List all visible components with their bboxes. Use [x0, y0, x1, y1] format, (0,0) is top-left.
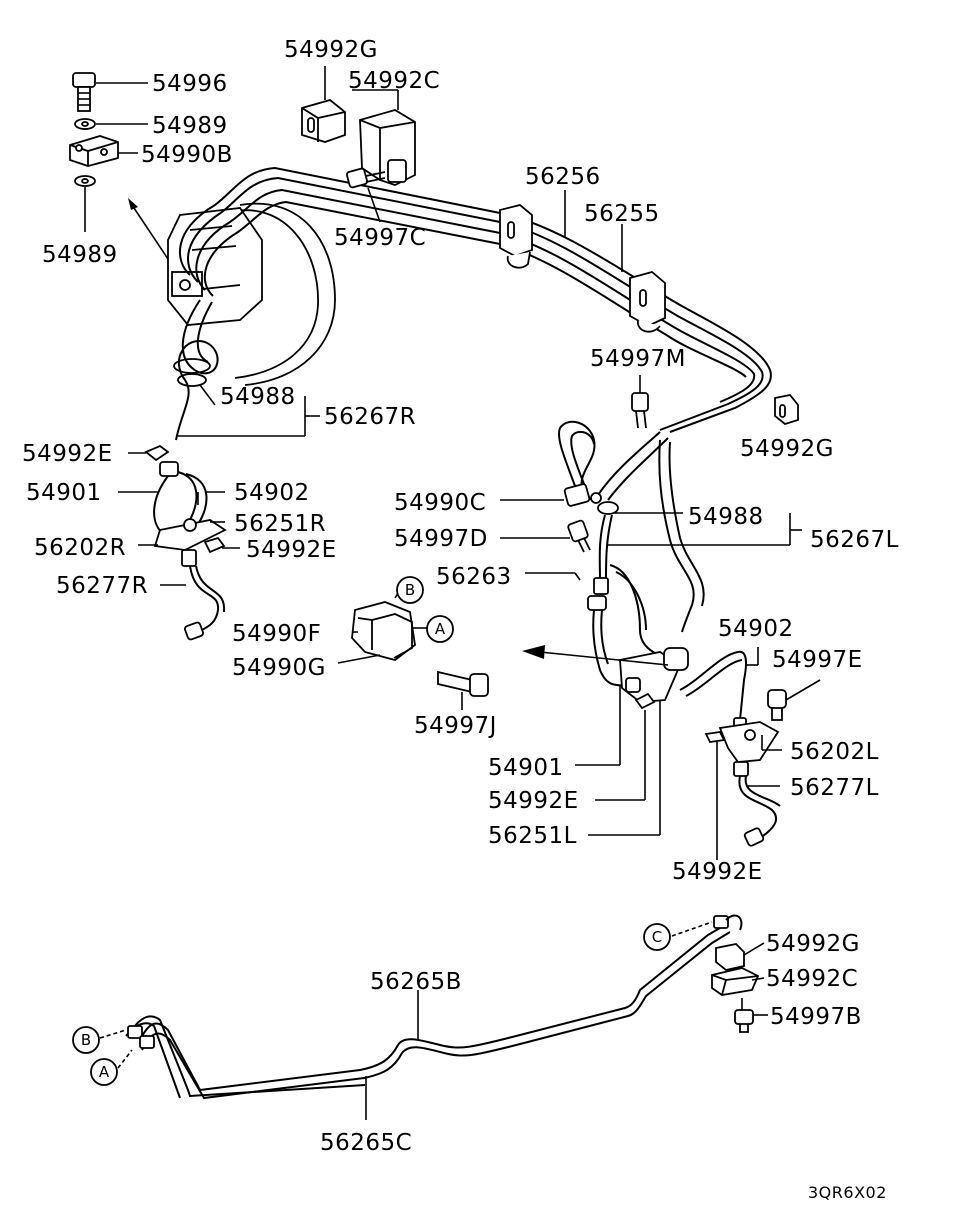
label-54997M: 54997M	[590, 346, 686, 372]
block-54990B	[69, 135, 119, 167]
label-54990B: 54990B	[141, 142, 233, 168]
clip-56255-a	[629, 271, 666, 333]
label-54992E-right: 54992E	[672, 859, 763, 885]
clip-54992G-bottom	[715, 943, 745, 971]
label-54992C-top: 54992C	[348, 68, 440, 94]
label-54902-right: 54902	[718, 616, 794, 642]
label-54992E-left2: 54992E	[246, 537, 337, 563]
label-54990F: 54990F	[232, 621, 321, 647]
clip-54992G-top	[301, 99, 346, 143]
diagram-reference-code: 3QR6X02	[808, 1183, 887, 1202]
bracket-56202L	[704, 721, 780, 763]
label-54988-right: 54988	[688, 504, 764, 530]
label-54997J: 54997J	[414, 713, 497, 739]
washer-54989-bottom	[74, 175, 96, 187]
connector-b-bottom: B	[72, 1026, 100, 1054]
connector-c-label: C	[652, 928, 662, 946]
label-56277R: 56277R	[56, 573, 148, 599]
bolt-54997B	[734, 998, 754, 1033]
connector-b-top-label: B	[405, 581, 415, 599]
label-54989-bottom: 54989	[42, 242, 118, 268]
valve-54990F	[351, 601, 416, 661]
label-54992E-mid: 54992E	[488, 788, 579, 814]
label-54902-left: 54902	[234, 480, 310, 506]
label-56265B: 56265B	[370, 969, 462, 995]
label-54997B: 54997B	[770, 1004, 862, 1030]
label-56202L: 56202L	[790, 739, 879, 765]
washer-54989-top	[74, 118, 96, 130]
pipe-56265B	[139, 924, 731, 1100]
label-56263: 56263	[436, 564, 512, 590]
connector-c: C	[643, 923, 671, 951]
label-54990G: 54990G	[232, 655, 326, 681]
connector-a-top-label: A	[435, 620, 446, 638]
pipe-56265C	[125, 1015, 366, 1099]
brake-booster	[229, 202, 336, 386]
label-54996: 54996	[152, 71, 228, 97]
bolt-54997E	[767, 689, 787, 721]
bolt-54997D	[567, 519, 591, 553]
connector-a-bottom-label: A	[99, 1063, 110, 1081]
label-54997C: 54997C	[334, 225, 426, 251]
bolt-54997C	[346, 167, 386, 189]
clip-54992G-right	[774, 394, 799, 426]
bolt-54996	[72, 72, 96, 112]
connector-b-bottom-label: B	[81, 1031, 91, 1049]
hose-56267R	[173, 299, 219, 441]
clip-56256-a	[499, 204, 533, 269]
fitting-right-end	[713, 914, 743, 931]
label-56267L: 56267L	[810, 527, 899, 553]
label-54901-left: 54901	[26, 480, 102, 506]
label-56256: 56256	[525, 164, 601, 190]
label-56251R: 56251R	[234, 511, 326, 537]
label-54992G-right: 54992G	[740, 436, 834, 462]
label-54990C: 54990C	[394, 490, 486, 516]
hose-56267L	[558, 420, 705, 661]
clip-54992E-left	[144, 444, 170, 462]
connector-a-top: A	[426, 615, 454, 643]
label-54989-top: 54989	[152, 113, 228, 139]
connector-b-top: B	[396, 576, 424, 604]
label-54992G-top: 54992G	[284, 37, 378, 63]
pipe-56256	[179, 166, 772, 433]
label-54992C-bottom: 54992C	[766, 966, 858, 992]
fitting-left-end	[127, 1025, 155, 1049]
bolt-54997J	[437, 670, 489, 697]
label-56267R: 56267R	[324, 404, 416, 430]
label-54992G-bottom: 54992G	[766, 931, 860, 957]
label-56255: 56255	[584, 201, 660, 227]
master-cylinder	[167, 207, 263, 326]
label-54988-left: 54988	[220, 384, 296, 410]
label-56265C: 56265C	[320, 1130, 412, 1156]
label-54997D: 54997D	[394, 526, 488, 552]
left-hose-assembly	[153, 461, 227, 641]
label-56277L: 56277L	[790, 775, 879, 801]
label-56251L: 56251L	[488, 823, 577, 849]
bracket-54992C-bottom	[711, 967, 760, 996]
bracket-54992C-top	[359, 109, 416, 186]
label-54992E-left: 54992E	[22, 441, 113, 467]
label-54997E: 54997E	[772, 647, 863, 673]
label-54901-right: 54901	[488, 755, 564, 781]
hose-56277L	[733, 761, 781, 847]
connector-a-bottom: A	[90, 1058, 118, 1086]
bolt-54997M	[631, 392, 649, 429]
label-56202R: 56202R	[34, 535, 126, 561]
